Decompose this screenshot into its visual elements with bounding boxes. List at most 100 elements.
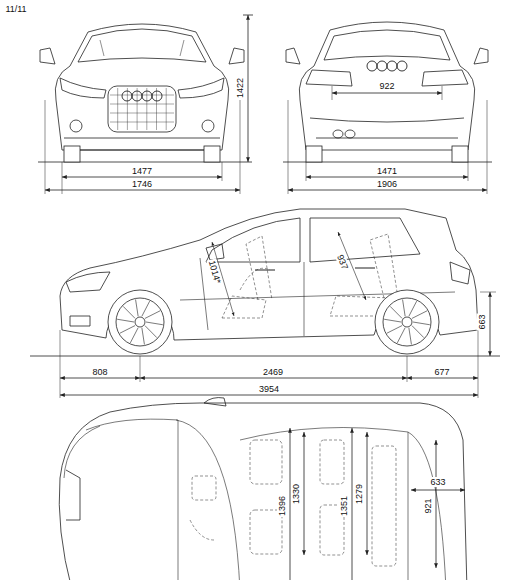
page-number: 11/11 <box>4 4 27 14</box>
seat-outline <box>190 440 396 566</box>
rear-window <box>324 30 450 60</box>
rear-view <box>310 118 464 138</box>
side-view <box>120 326 135 334</box>
top-view <box>436 440 437 568</box>
front-view <box>110 104 174 105</box>
front-view <box>62 177 222 178</box>
fog-light <box>70 316 90 326</box>
side-view <box>403 299 406 316</box>
audi-rings <box>387 61 397 71</box>
seat-outline <box>372 446 396 566</box>
side-view <box>140 378 407 379</box>
side-view <box>146 322 163 325</box>
wheel <box>383 298 431 346</box>
audi-rings <box>122 91 132 101</box>
dimension-label: 1330 <box>291 483 301 505</box>
seat-outline <box>222 236 272 318</box>
front-view <box>137 88 138 130</box>
top-view <box>367 432 368 555</box>
tyre <box>204 146 220 162</box>
dimension-label: 1906 <box>376 179 398 189</box>
front-view <box>110 113 174 114</box>
wheel <box>108 290 172 354</box>
dimension-label: 3954 <box>258 384 280 394</box>
rear-view <box>299 22 474 150</box>
side-view <box>384 319 401 322</box>
side-window <box>206 218 420 262</box>
front-view <box>110 122 174 123</box>
rear-view <box>283 22 492 194</box>
front-view <box>78 29 206 62</box>
dimension-label: 808 <box>91 367 108 377</box>
seat-outline <box>320 440 344 484</box>
grille <box>108 86 176 132</box>
dimension-label: 1477 <box>131 166 153 176</box>
tail-light <box>450 262 470 284</box>
dimension-label: 2469 <box>262 367 284 377</box>
side-view <box>142 328 145 345</box>
dimension-label: 1351 <box>339 495 349 517</box>
exhaust <box>345 130 355 138</box>
side-view <box>60 330 478 398</box>
side-view <box>60 395 478 396</box>
side-view <box>480 292 496 293</box>
side-view <box>409 301 417 316</box>
wheel <box>375 290 439 354</box>
audi-rings <box>377 61 387 71</box>
side-view <box>123 306 135 318</box>
side-view <box>60 378 140 379</box>
front-view <box>243 15 253 16</box>
front-view <box>127 88 128 130</box>
side-view <box>117 319 134 322</box>
side-view <box>387 326 402 334</box>
side-view <box>255 268 375 270</box>
side-view <box>136 299 139 316</box>
exhaust <box>333 130 343 138</box>
rear-view <box>306 177 468 178</box>
car-drawing <box>30 15 500 580</box>
side-view <box>412 311 427 319</box>
front-view <box>248 15 249 162</box>
seat-outline <box>222 234 398 318</box>
audi-rings <box>142 91 152 101</box>
dimension-label: 663 <box>477 313 487 330</box>
front-view <box>156 88 157 130</box>
audi-rings <box>152 91 162 101</box>
wheel <box>402 317 412 327</box>
fog-light <box>202 120 214 132</box>
dimension-label: 677 <box>433 367 450 377</box>
grille <box>66 470 80 520</box>
top-view <box>59 403 467 580</box>
audi-rings <box>122 91 162 101</box>
side-view <box>390 306 402 318</box>
tyre <box>64 146 80 162</box>
side-view <box>409 328 412 345</box>
front-view <box>55 24 228 150</box>
side-view <box>130 328 138 343</box>
dimension-label: 1422 <box>235 77 245 99</box>
top-view <box>59 398 467 580</box>
seat-outline <box>192 476 216 500</box>
front-view <box>166 88 167 130</box>
seat-outline <box>240 268 270 290</box>
top-view <box>304 432 305 555</box>
audi-rings <box>132 91 142 101</box>
dimension-label: 1746 <box>131 179 153 189</box>
dimension-label: 921 <box>423 497 433 514</box>
dimension-label: 922 <box>378 81 395 91</box>
side-view <box>117 299 430 344</box>
top-view <box>352 428 353 580</box>
front-view <box>64 138 220 150</box>
dimension-label: 937 <box>335 252 351 272</box>
audi-rings <box>367 61 407 71</box>
rear-view <box>288 86 487 194</box>
front-view <box>45 190 240 191</box>
headlight <box>66 272 110 292</box>
side-view <box>145 326 157 338</box>
fog-light <box>70 120 82 132</box>
audi-rings <box>367 61 377 71</box>
dimension-label: 633 <box>429 477 446 487</box>
audi-rings <box>397 61 407 71</box>
